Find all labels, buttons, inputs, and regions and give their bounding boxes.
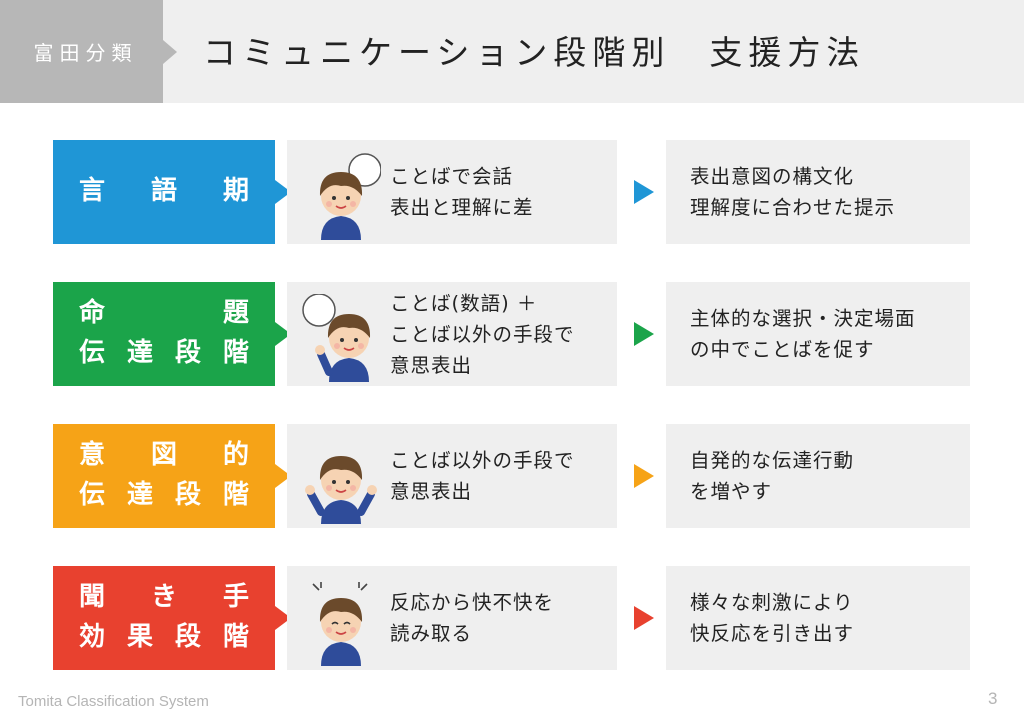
stage-label-char: 階 [222, 622, 249, 652]
stage-row: 命題伝達段階ことば(数語) ＋ことば以外の手段で意思表出主体的な選択・決定場面の… [0, 282, 1024, 386]
header-tag: 富田分類 [0, 0, 163, 103]
smiling-boy-icon [301, 578, 381, 666]
stage-label-char: 的 [222, 440, 249, 470]
right-arrow-icon [634, 180, 654, 204]
description-line: ことば以外の手段で [390, 322, 575, 346]
boy-raising-hands-icon [301, 436, 381, 524]
description-text: ことば以外の手段で意思表出 [390, 424, 611, 528]
support-panel: 主体的な選択・決定場面の中でことばを促す [666, 282, 970, 386]
description-panel: ことばで会話表出と理解に差 [287, 140, 617, 244]
stage-label-line: 意図的 [79, 442, 249, 468]
stage-label-line: 伝達段階 [79, 482, 249, 508]
support-line: 表出意図の構文化 [690, 165, 855, 188]
support-line: 自発的な伝達行動 [690, 449, 855, 472]
stage-row: 意図的伝達段階ことば以外の手段で意思表出自発的な伝達行動を増やす [0, 424, 1024, 528]
description-panel: ことば以外の手段で意思表出 [287, 424, 617, 528]
support-line: を増やす [690, 480, 773, 503]
stage-label-line: 聞き手 [79, 584, 249, 610]
support-line: 様々な刺激により [690, 591, 854, 614]
stage-label-char: 果 [126, 622, 153, 652]
support-line: 主体的な選択・決定場面 [690, 307, 916, 330]
description-panel: ことば(数語) ＋ ことば以外の手段で意思表出 [287, 282, 617, 386]
header-tag-arrow-icon [163, 40, 177, 64]
support-panel: 自発的な伝達行動を増やす [666, 424, 970, 528]
stage-label-char: 聞 [79, 582, 106, 612]
stage-label-char: 段 [174, 622, 201, 652]
description-text: ことば(数語) ＋ ことば以外の手段で意思表出 [390, 282, 611, 386]
stage-label-char: 手 [222, 582, 249, 612]
stage-label-char: 達 [126, 480, 153, 510]
stage-label-char: 題 [222, 298, 249, 328]
description-line: 反応から快不快を [390, 591, 555, 614]
support-text: 表出意図の構文化理解度に合わせた提示 [690, 140, 964, 244]
right-arrow-icon [634, 464, 654, 488]
stage-label-char: 伝 [79, 480, 106, 510]
description-line: ことばで会話 [390, 165, 514, 188]
description-line: 表出と理解に差 [390, 196, 534, 219]
stage-label-char: き [150, 582, 177, 612]
stage-label-line: 伝達段階 [79, 340, 249, 366]
stage-label-char: 期 [222, 176, 249, 206]
page-title: コミュニケーション段階別 支援方法 [203, 33, 866, 72]
footer-label: Tomita Classification System [18, 693, 209, 710]
support-text: 自発的な伝達行動を増やす [690, 424, 964, 528]
stage-label-char: 効 [79, 622, 106, 652]
page-number: 3 [988, 689, 998, 708]
description-text: 反応から快不快を読み取る [390, 566, 611, 670]
stage-label-char: 語 [150, 176, 177, 206]
description-text: ことばで会話表出と理解に差 [390, 140, 611, 244]
stage-label: 言語期 [53, 140, 275, 244]
stage-row: 言語期ことばで会話表出と理解に差表出意図の構文化理解度に合わせた提示 [0, 140, 1024, 244]
stage-label-char: 階 [222, 480, 249, 510]
stage-label-char: 図 [150, 440, 177, 470]
stage-row: 聞き手効果段階反応から快不快を読み取る様々な刺激により快反応を引き出す [0, 566, 1024, 670]
stage-label-char: 段 [174, 338, 201, 368]
right-arrow-icon [634, 322, 654, 346]
description-line: ことば(数語) ＋ [390, 291, 538, 315]
stage-label-line: 命題 [79, 300, 249, 326]
stage-label: 意 図 的伝達段階 [53, 424, 275, 528]
stage-label: 聞 き 手効果段階 [53, 566, 275, 670]
boy-pointing-with-speech-bubble-icon [301, 293, 381, 382]
stage-label-line: 効果段階 [79, 624, 249, 650]
support-panel: 様々な刺激により快反応を引き出す [666, 566, 970, 670]
description-line: 意思表出 [390, 353, 473, 377]
description-line: ことば以外の手段で [390, 449, 575, 472]
stage-label-char: 階 [222, 338, 249, 368]
description-line: 読み取る [390, 622, 473, 645]
support-line: の中でことばを促す [690, 338, 875, 361]
description-panel: 反応から快不快を読み取る [287, 566, 617, 670]
support-text: 様々な刺激により快反応を引き出す [690, 566, 964, 670]
stage-label-char: 伝 [79, 338, 106, 368]
support-text: 主体的な選択・決定場面の中でことばを促す [690, 282, 964, 386]
stage-label-char: 命 [79, 298, 106, 328]
support-panel: 表出意図の構文化理解度に合わせた提示 [666, 140, 970, 244]
stage-label-line: 言語期 [79, 178, 249, 204]
stage-label-char: 言 [79, 176, 106, 206]
description-line: 意思表出 [390, 480, 473, 503]
right-arrow-icon [634, 606, 654, 630]
stage-label-char: 意 [79, 440, 106, 470]
stage-label: 命題伝達段階 [53, 282, 275, 386]
stage-label-char: 達 [126, 338, 153, 368]
support-line: 理解度に合わせた提示 [690, 196, 896, 219]
stage-label-char: 段 [174, 480, 201, 510]
support-line: 快反応を引き出す [690, 622, 855, 645]
boy-with-speech-bubble-icon [301, 152, 382, 240]
